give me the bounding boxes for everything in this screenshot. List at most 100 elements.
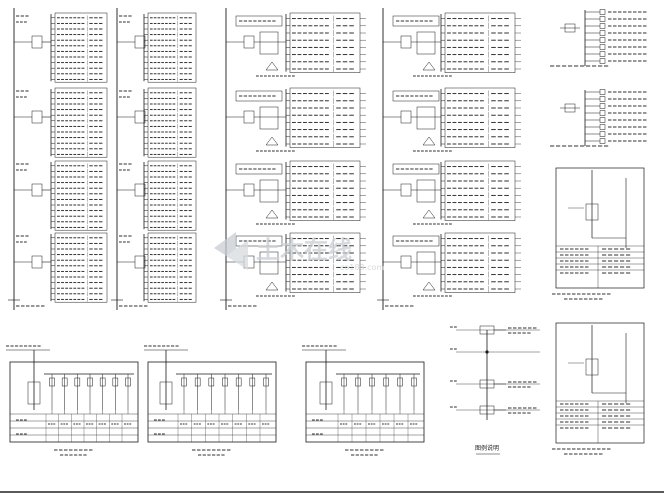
panel-schematic: [383, 160, 521, 225]
panel-schematic: [383, 12, 521, 77]
column-col-b: [111, 8, 197, 310]
main-breaker: [400, 183, 412, 197]
main-breaker: [134, 35, 146, 49]
panel-schematic: [14, 87, 108, 158]
panel-schematic: [226, 160, 366, 225]
main-breaker: [243, 35, 255, 49]
feeder-table: [289, 12, 361, 73]
control-frame: [555, 167, 645, 289]
main-breaker: [243, 183, 255, 197]
panel-schematic: [226, 232, 366, 297]
main-breaker: [31, 110, 43, 124]
circuit-breaker: [355, 377, 361, 387]
bottom-frame: [305, 361, 425, 443]
panel-schematic: [117, 160, 197, 231]
side-panels: [550, 9, 647, 147]
main-breaker: [400, 255, 412, 269]
control-panels: [552, 167, 645, 455]
meter-box: [259, 106, 279, 130]
panel-schematic: [117, 12, 197, 83]
bottom-panel-bottom-3: [302, 345, 425, 456]
meter-box: [416, 31, 436, 55]
side-panel-side-mid: [550, 89, 647, 147]
feeder-table: [147, 87, 197, 158]
side-switch: [599, 58, 606, 64]
feeder-table: [289, 232, 361, 293]
circuit-breaker: [181, 377, 187, 387]
circuit-breaker: [49, 377, 55, 387]
panel-schematic: [226, 87, 366, 152]
panel-schematic: [383, 232, 521, 297]
bottom-main-switch: [159, 381, 173, 405]
meter-box: [259, 179, 279, 203]
control-panel-control-2: [552, 322, 645, 455]
side-switch: [599, 124, 606, 130]
meter-box: [416, 106, 436, 130]
side-switch: [599, 44, 606, 50]
control-device: [585, 358, 599, 376]
feeder-table: [54, 160, 108, 231]
meter-box: [416, 179, 436, 203]
side-panel-side-top: [550, 9, 647, 67]
side-switch: [599, 89, 606, 95]
circuit-breaker: [263, 377, 269, 387]
feeder-table: [444, 87, 516, 148]
circuit-breaker: [112, 377, 119, 387]
circuit-breaker: [87, 377, 93, 387]
main-breaker: [134, 110, 146, 124]
panel-header-box: [392, 235, 440, 247]
panel-header-box: [235, 163, 283, 175]
watermark-logo-icon: [214, 232, 248, 270]
feeder-table: [147, 160, 197, 231]
panel-header-box: [235, 90, 283, 102]
circuit-breaker: [397, 377, 403, 387]
main-breaker: [31, 183, 43, 197]
feeder-table: [444, 12, 516, 73]
side-switch: [599, 23, 606, 29]
side-switch: [599, 96, 606, 102]
bottom-main-switch: [319, 381, 333, 405]
side-switch: [599, 138, 606, 144]
circuit-breaker: [208, 377, 215, 387]
main-breaker: [31, 255, 43, 269]
watermark-text: 土木在线: [256, 236, 352, 264]
panel-header-box: [235, 15, 283, 27]
watermark-subtext: co188.com: [340, 263, 384, 272]
main-breaker: [400, 110, 412, 124]
watermark: 土木在线 co188.com: [214, 232, 384, 272]
side-switch: [599, 9, 606, 15]
feeder-table: [289, 160, 361, 221]
panel-header-box: [392, 163, 440, 175]
circuit-breaker: [125, 377, 131, 387]
bottom-panels: [6, 345, 425, 456]
ground-symbol-icon: [265, 61, 279, 71]
panel-header-box: [392, 15, 440, 27]
main-breaker: [243, 110, 255, 124]
circuit-breaker: [99, 377, 106, 387]
side-switch: [599, 37, 606, 43]
bottom-main-switch: [27, 381, 41, 405]
circuit-breaker: [222, 377, 228, 387]
control-panel-control-1: [552, 167, 645, 300]
feeder-table: [444, 160, 516, 221]
distribution-columns: [8, 8, 521, 310]
panel-header-box: [392, 90, 440, 102]
column-col-d: [377, 8, 521, 310]
circuit-breaker: [194, 377, 201, 387]
side-switch: [599, 30, 606, 36]
feeder-table: [147, 12, 197, 83]
panel-schematic: [14, 160, 108, 231]
side-switch: [599, 51, 606, 57]
circuit-breaker: [61, 377, 68, 387]
feeder-table: [54, 232, 108, 303]
bottom-panel-bottom-1: [6, 345, 139, 456]
panel-schematic: [14, 12, 108, 83]
legend-title: 图例说明: [475, 444, 499, 452]
ground-symbol-icon: [422, 281, 436, 291]
feeder-table: [54, 87, 108, 158]
ground-symbol-icon: [422, 61, 436, 71]
ground-symbol-icon: [422, 209, 436, 219]
side-switch: [599, 131, 606, 137]
ground-symbol-icon: [265, 281, 279, 291]
